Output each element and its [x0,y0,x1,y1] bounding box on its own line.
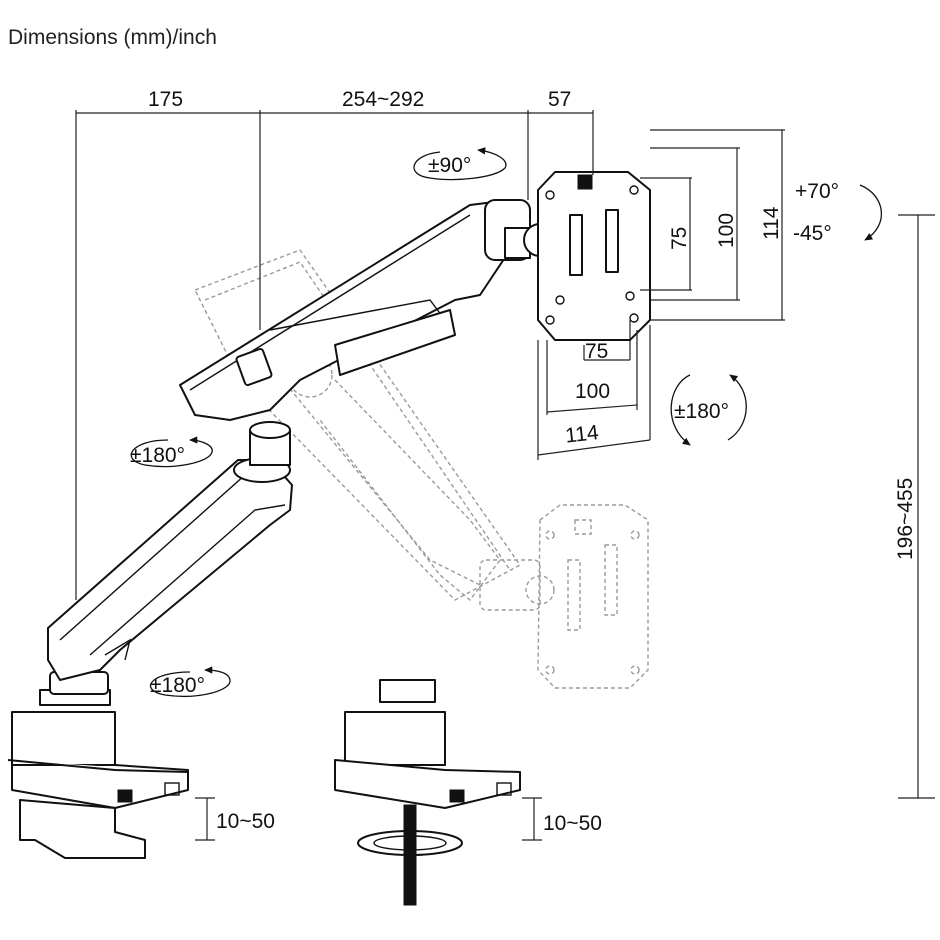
rot-joint-base: ±180° [150,674,205,697]
vesa-plate [523,171,651,341]
diagram-title: Dimensions (mm)/inch [8,26,217,49]
dim-vesa-h-outer: 114 [564,421,600,447]
rot-swivel-top: ±90° [428,154,471,177]
lower-arm [47,421,293,681]
dimension-lines [75,110,935,841]
rotation-arrows [130,147,882,697]
right-grommet-base [334,679,521,906]
dim-vesa-h-mid: 100 [575,380,610,403]
dim-clamp-right: 10~50 [543,812,602,835]
dim-clamp-left: 10~50 [216,810,275,833]
dim-reach-base: 175 [148,88,183,111]
dim-vesa-v-outer: 114 [760,206,783,240]
ghost-arm-lowered [194,249,649,689]
dimension-labels: 175 254~292 57 75 100 114 75 100 114 196… [148,88,917,835]
rot-tilt-down: -45° [793,222,832,245]
dim-vesa-h-inner: 75 [585,340,608,363]
dim-vesa-v-mid: 100 [715,213,738,248]
dim-vesa-v-inner: 75 [668,227,691,250]
dim-reach-arm: 254~292 [342,88,424,111]
dim-depth: 57 [548,88,571,111]
rot-joint-mid: ±180° [130,444,185,467]
rotation-labels: ±90° +70° -45° ±180° ±180° ±180° [130,154,839,697]
upper-arm [179,199,531,421]
rot-screen: ±180° [674,400,729,423]
rot-tilt-up: +70° [795,180,839,203]
left-clamp-base [7,671,189,859]
dim-height-range: 196~455 [894,478,917,560]
